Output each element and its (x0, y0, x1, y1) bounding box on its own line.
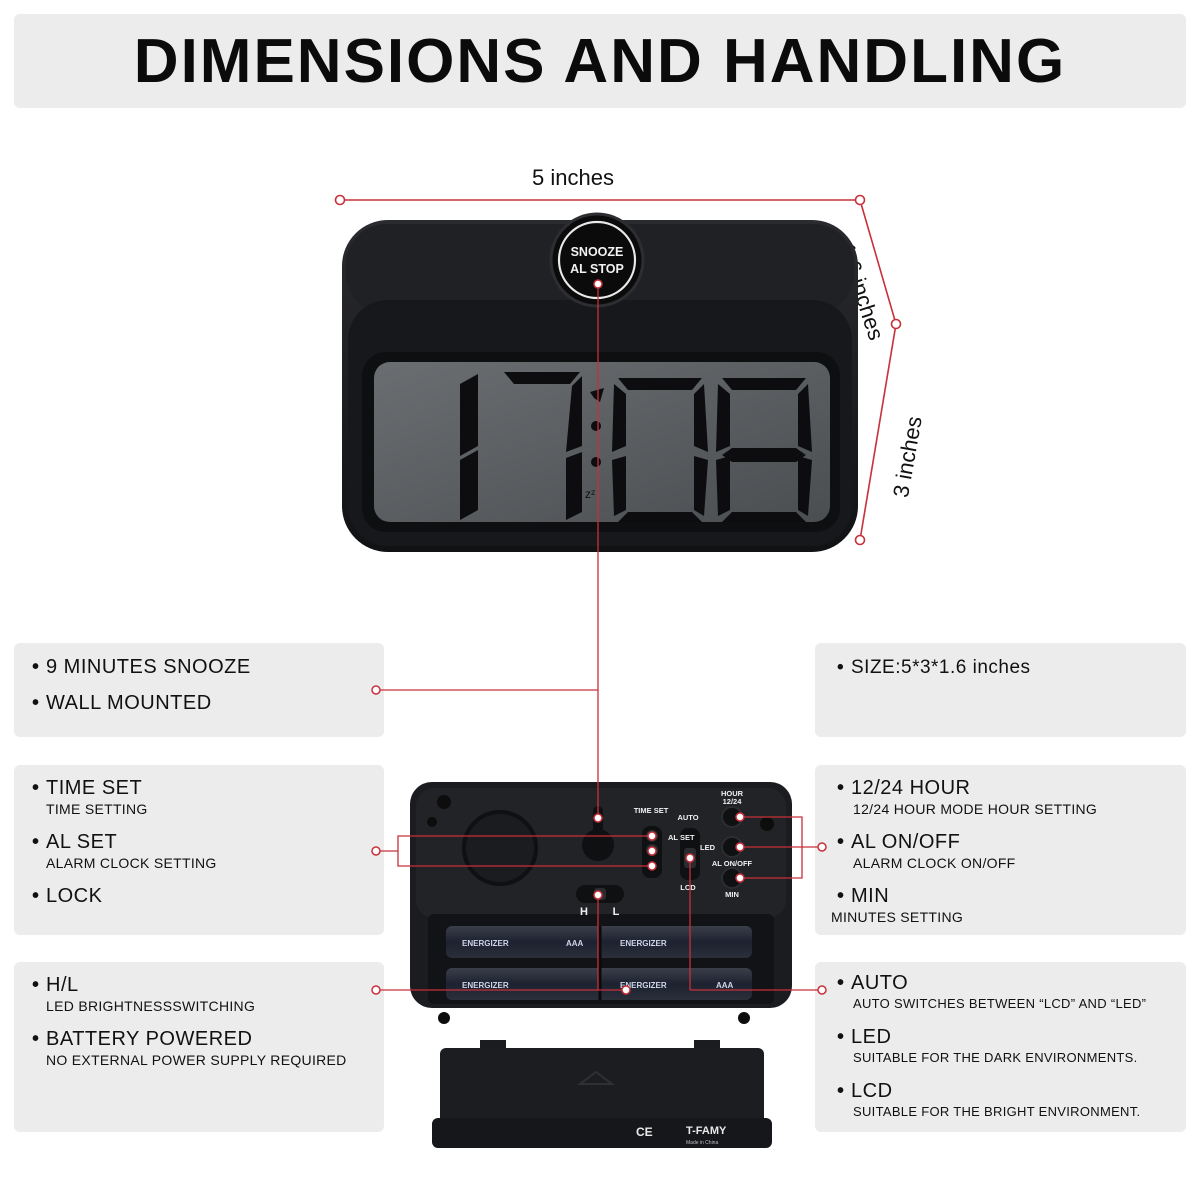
back-label-min: MIN (725, 890, 739, 899)
feature-title: AUTO (851, 972, 909, 994)
battery-type-label: AAA (566, 939, 584, 948)
feature-wall-mounted: •WALL MOUNTED (32, 692, 212, 714)
feature-al-onoff: •AL ON/OFF ALARM CLOCK ON/OFF (837, 831, 1016, 871)
back-label-l: L (613, 906, 620, 918)
feature-box-settings-left: •TIME SET TIME SETTING •AL SET ALARM CLO… (14, 765, 384, 935)
feature-title: SIZE:5*3*1.6 inches (851, 657, 1031, 678)
dimension-lines (334, 194, 902, 546)
feature-sub: ALARM CLOCK ON/OFF (853, 855, 1016, 871)
feature-sub: TIME SETTING (46, 801, 148, 817)
feature-title: LED (851, 1026, 892, 1048)
back-label-lcd: LCD (680, 883, 696, 892)
feature-title: 12/24 HOUR (851, 777, 971, 799)
dimension-width-label: 5 inches (532, 165, 614, 190)
snooze-label: SNOOZE (571, 245, 624, 259)
feature-title: H/L (46, 974, 79, 996)
svg-text:zᶻ: zᶻ (585, 487, 595, 501)
feature-title: AL ON/OFF (851, 831, 961, 853)
snooze-button (549, 212, 645, 308)
feature-hour: •12/24 HOUR 12/24 HOUR MODE HOUR SETTING (837, 777, 1098, 817)
feature-title: AL SET (46, 831, 118, 853)
feature-box-settings-right: •12/24 HOUR 12/24 HOUR MODE HOUR SETTING… (815, 765, 1186, 935)
feature-sub: NO EXTERNAL POWER SUPPLY REQUIRED (46, 1052, 347, 1068)
back-label-h: H (580, 906, 588, 918)
feature-lock: •LOCK (32, 885, 103, 907)
feature-snooze: •9 MINUTES SNOOZE (32, 656, 251, 678)
feature-sub: SUITABLE FOR THE DARK ENVIRONMENTS. (853, 1050, 1138, 1065)
battery-brand-label: ENERGIZER (620, 939, 667, 948)
cover-ce-mark: CE (636, 1125, 653, 1139)
battery-cover (432, 1040, 772, 1148)
callout-points (371, 279, 827, 995)
back-label-hour-mode: 12/24 (723, 797, 743, 806)
feature-box-size: •SIZE:5*3*1.6 inches (815, 643, 1186, 737)
feature-sub: SUITABLE FOR THE BRIGHT ENVIRONMENT. (853, 1104, 1141, 1119)
feature-sub: ALARM CLOCK SETTING (46, 855, 217, 871)
feature-battery: •BATTERY POWERED NO EXTERNAL POWER SUPPL… (32, 1028, 347, 1068)
feature-box-display-modes: •AUTO AUTO SWITCHES BETWEEN “LCD” AND “L… (815, 962, 1186, 1132)
feature-auto: •AUTO AUTO SWITCHES BETWEEN “LCD” AND “L… (837, 972, 1147, 1011)
feature-title: BATTERY POWERED (46, 1028, 253, 1050)
battery-brand-label: ENERGIZER (462, 939, 509, 948)
feature-title: WALL MOUNTED (46, 692, 212, 714)
back-label-led: LED (700, 843, 716, 852)
feature-lcd: •LCD SUITABLE FOR THE BRIGHT ENVIRONMENT… (837, 1080, 1141, 1119)
feature-title: MIN (851, 885, 890, 907)
feature-sub: MINUTES SETTING (831, 909, 964, 925)
al-stop-label: AL STOP (570, 262, 624, 276)
feature-title: TIME SET (46, 777, 143, 799)
feature-min: •MIN MINUTES SETTING (831, 885, 964, 925)
back-label-hour: HOUR (721, 789, 744, 798)
header-banner: DIMENSIONS AND HANDLING (14, 14, 1186, 108)
feature-hl: •H/L LED BRIGHTNESSSWITCHING (32, 974, 256, 1014)
feature-time-set: •TIME SET TIME SETTING (32, 777, 148, 817)
feature-title: 9 MINUTES SNOOZE (46, 656, 251, 678)
feature-title: LCD (851, 1080, 893, 1102)
feature-led: •LED SUITABLE FOR THE DARK ENVIRONMENTS. (837, 1026, 1138, 1065)
page-title: DIMENSIONS AND HANDLING (133, 26, 1067, 96)
battery-type-label: AAA (716, 981, 734, 990)
battery-brand-label: ENERGIZER (620, 981, 667, 990)
lcd-digits: zᶻ (460, 372, 812, 522)
feature-size: •SIZE:5*3*1.6 inches (837, 657, 1031, 678)
feature-al-set: •AL SET ALARM CLOCK SETTING (32, 831, 217, 871)
feature-title: LOCK (46, 885, 103, 907)
cover-origin: Made in China (686, 1140, 718, 1146)
feature-sub: 12/24 HOUR MODE HOUR SETTING (853, 801, 1098, 817)
back-label-time-set: TIME SET (634, 806, 669, 815)
back-label-auto: AUTO (677, 813, 698, 822)
feature-box-power: •H/L LED BRIGHTNESSSWITCHING •BATTERY PO… (14, 962, 384, 1132)
feature-sub: LED BRIGHTNESSSWITCHING (46, 998, 256, 1014)
cover-brand: T-FAMY (686, 1125, 727, 1137)
callout-lines (376, 284, 822, 991)
back-label-al-set: AL SET (668, 833, 695, 842)
back-label-al-onoff: AL ON/OFF (712, 859, 753, 868)
battery-brand-label: ENERGIZER (462, 981, 509, 990)
feature-box-snooze: •9 MINUTES SNOOZE •WALL MOUNTED (14, 643, 384, 737)
feature-sub: AUTO SWITCHES BETWEEN “LCD” AND “LED” (853, 996, 1147, 1011)
